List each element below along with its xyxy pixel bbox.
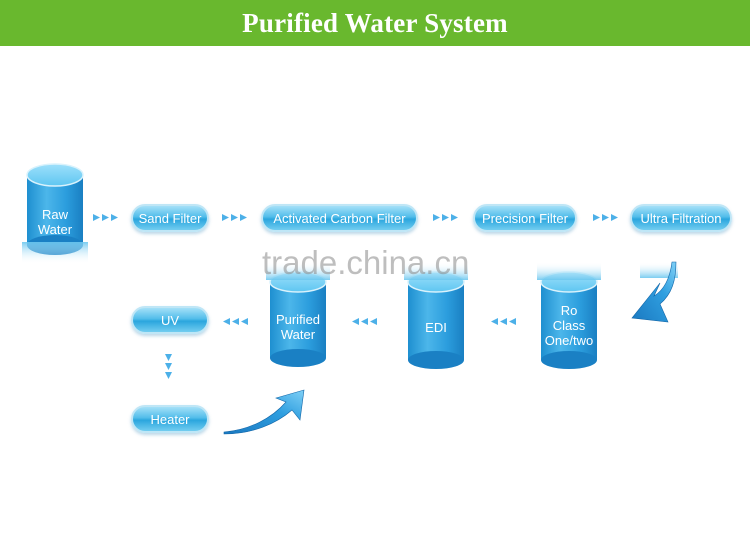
purified-water-cylinder [266, 262, 330, 367]
ro-label-line: Class [552, 318, 586, 333]
ultra-filtration-node: Ultra Filtration [630, 204, 732, 232]
page-title: Purified Water System [242, 7, 508, 38]
heater-node: Heater [131, 405, 209, 433]
ro-label: Ro Class One/two [537, 303, 601, 348]
arrow-left-icon [223, 318, 248, 325]
edi-label-line: EDI [425, 320, 447, 335]
ro-label-line: One/two [544, 333, 594, 348]
uv-node: UV [131, 306, 209, 334]
raw-water-label: Raw Water [27, 207, 83, 237]
activated-carbon-filter-node: Activated Carbon Filter [261, 204, 418, 232]
ro-cylinder [537, 262, 601, 369]
precision-filter-node: Precision Filter [473, 204, 577, 232]
title-banner: Purified Water System [0, 0, 750, 46]
ro-label-line: Ro [560, 303, 578, 318]
edi-label: EDI [408, 320, 464, 335]
raw-water-cylinder [22, 163, 88, 264]
arrow-left-icon [352, 318, 377, 325]
arrow-right-icon [593, 214, 618, 221]
arrow-right-icon [433, 214, 458, 221]
edi-cylinder [404, 262, 468, 369]
purified-water-label-line: Purified [275, 312, 321, 327]
arrow-right-icon [93, 214, 118, 221]
purified-water-label-line: Water [280, 327, 316, 342]
curved-arrow-down-icon [631, 261, 678, 323]
sand-filter-node: Sand Filter [131, 204, 209, 232]
raw-water-label-line: Water [37, 222, 73, 237]
curved-arrow-up-icon [223, 389, 305, 435]
watermark: trade.china.cn [262, 244, 470, 281]
purified-water-label: Purified Water [266, 312, 330, 342]
arrow-left-icon [491, 318, 516, 325]
arrow-right-icon [222, 214, 247, 221]
arrow-down-icon [165, 354, 172, 379]
raw-water-label-line: Raw [41, 207, 68, 222]
